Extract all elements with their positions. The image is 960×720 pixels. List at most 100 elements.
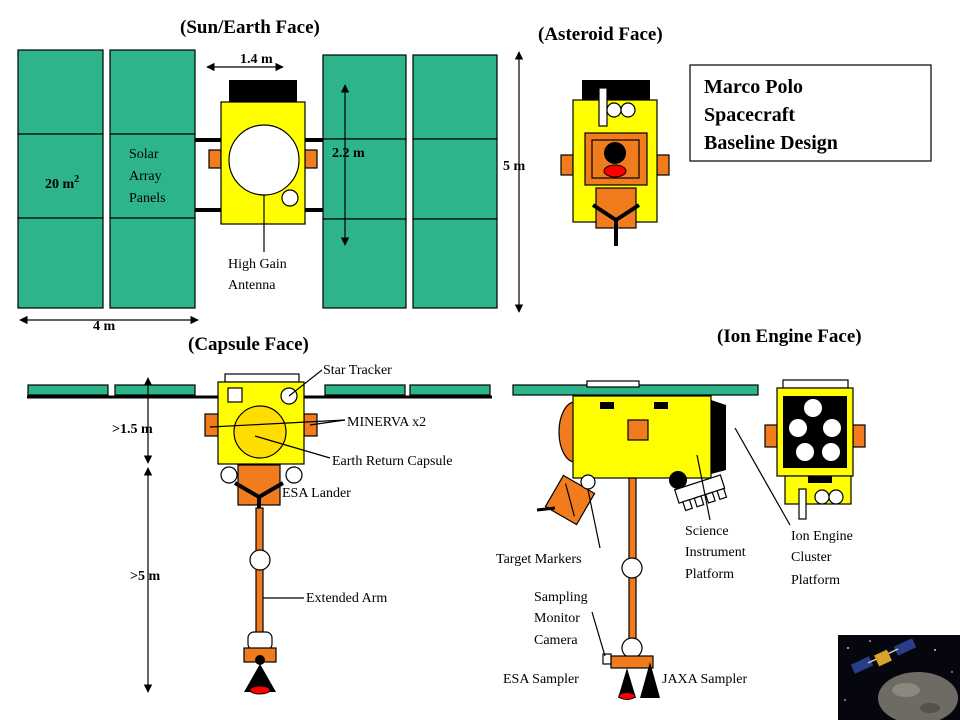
- title-sun-earth-face: (Sun/Earth Face): [180, 17, 320, 38]
- solar-panel: [17, 217, 104, 309]
- solar-panel: [322, 138, 407, 220]
- cluster-side-left: [764, 424, 778, 448]
- ion-cluster-leader: [734, 427, 791, 526]
- info-box-line1: Marco Polo: [704, 76, 803, 98]
- solar-panel: [322, 54, 407, 140]
- title-capsule-face: (Capsule Face): [188, 334, 309, 355]
- capsule-leader: [254, 435, 331, 459]
- marker-ball: [220, 466, 238, 484]
- sensor-window: [627, 419, 649, 441]
- jaxa-sampler: [640, 662, 660, 698]
- solar-panel: [17, 49, 104, 135]
- marker-ball: [580, 474, 596, 490]
- info-box-line2: Spacecraft: [704, 104, 795, 126]
- lander-leg: [233, 481, 261, 499]
- science-platform-label-line3: Platform: [685, 567, 734, 582]
- capsule-face-view: >1.5 m >5 m Star Tracker MINERVA x2 Eart…: [27, 363, 492, 695]
- star-tracker-label: Star Tracker: [323, 363, 392, 378]
- esa-sampler: [618, 668, 636, 698]
- asteroid-face-view: [560, 80, 670, 246]
- earth-return-capsule-label: Earth Return Capsule: [332, 454, 453, 469]
- thruster-block: [582, 80, 650, 102]
- target-marker-box: [544, 474, 596, 526]
- title-asteroid-face: (Asteroid Face): [538, 24, 663, 45]
- small-antenna: [281, 189, 299, 207]
- ion-cluster-label-line3: Platform: [791, 573, 840, 588]
- sampling-camera-label-line3: Camera: [534, 633, 578, 648]
- vent: [600, 402, 614, 409]
- camera-lens: [606, 102, 622, 118]
- right-solar-wing: [322, 54, 498, 309]
- info-box-line3: Baseline Design: [704, 132, 838, 154]
- solar-area-label: 20 m2: [45, 174, 79, 192]
- solar-panel: [322, 218, 407, 309]
- lander-leg: [257, 481, 285, 499]
- ion-thruster: [796, 443, 814, 461]
- esa-lander-label: ESA Lander: [282, 486, 351, 501]
- solar-panel: [412, 138, 498, 220]
- antenna-label-line2: Antenna: [228, 278, 276, 293]
- star-tracker-leader: [288, 369, 323, 397]
- earth-return-capsule: [233, 405, 287, 459]
- dimension-min-label: >1.5 m: [112, 422, 153, 437]
- dimension-panel-label: 4 m: [93, 319, 116, 334]
- cluster-side-right: [852, 424, 866, 448]
- ion-engine-face-view: Science Instrument Platform Ion Engine C…: [496, 379, 866, 700]
- dimension-arm-label: >5 m: [130, 569, 160, 584]
- extended-arm-label: Extended Arm: [306, 591, 387, 606]
- ion-thruster: [789, 419, 807, 437]
- jaxa-sampler-label: JAXA Sampler: [662, 672, 748, 687]
- high-gain-antenna-dish: [228, 124, 300, 196]
- marker-mount: [536, 506, 556, 512]
- camera-leader: [591, 611, 606, 657]
- sun-face-view: 1.4 m 2.2 m 5 m 4 m 20 m2 Solar Array Pa…: [17, 49, 526, 334]
- antenna-label-line1: High Gain: [228, 257, 287, 272]
- info-box: Marco Polo Spacecraft Baseline Design: [689, 64, 932, 162]
- sampling-camera-label-line2: Monitor: [534, 611, 580, 626]
- solar-array-label-line3: Panels: [129, 191, 166, 206]
- extended-arm: [255, 507, 264, 641]
- lander-leg: [591, 203, 618, 222]
- thruster-block: [229, 80, 297, 102]
- marker-ball: [285, 466, 303, 484]
- monitor-camera: [602, 653, 612, 665]
- side-thruster-left: [208, 149, 222, 169]
- solar-panel: [109, 133, 196, 219]
- solar-panel: [412, 218, 498, 309]
- dimension-height-label: 2.2 m: [332, 146, 365, 161]
- camera-lens: [620, 102, 636, 118]
- top-cap: [586, 380, 640, 388]
- thumb-spacecraft-body: [874, 649, 892, 667]
- minerva-leader: [209, 419, 346, 428]
- science-platform-label-line1: Science: [685, 524, 729, 539]
- side-thruster-right: [656, 154, 670, 176]
- minerva-leader: [309, 419, 346, 426]
- ion-cluster-label-line2: Cluster: [791, 550, 832, 565]
- instrument-boom: [598, 87, 608, 127]
- cluster-top-cap: [782, 379, 849, 389]
- target-markers-label: Target Markers: [496, 552, 581, 567]
- top-cap: [224, 373, 300, 383]
- sampler-tip: [603, 164, 627, 178]
- side-thruster-left: [560, 154, 574, 176]
- solar-array-label-line2: Array: [129, 169, 162, 184]
- sampler-horn: [244, 664, 276, 692]
- sampler-tip: [249, 685, 271, 695]
- solar-panel: [109, 49, 196, 135]
- info-box-frame: [689, 64, 932, 162]
- sampler-joint: [255, 655, 265, 665]
- cluster-lens: [828, 489, 844, 505]
- thruster-block: [711, 400, 726, 474]
- side-thruster-right: [304, 149, 318, 169]
- cluster-lens: [814, 489, 830, 505]
- science-leader: [696, 454, 711, 521]
- ion-thruster: [822, 443, 840, 461]
- esa-sampler-label: ESA Sampler: [503, 672, 579, 687]
- lander-leg: [614, 203, 641, 222]
- ion-thruster: [804, 399, 822, 417]
- thumb-solar-panel: [850, 656, 874, 674]
- solar-panel-edge: [324, 384, 406, 396]
- solar-panel-edge: [114, 384, 196, 396]
